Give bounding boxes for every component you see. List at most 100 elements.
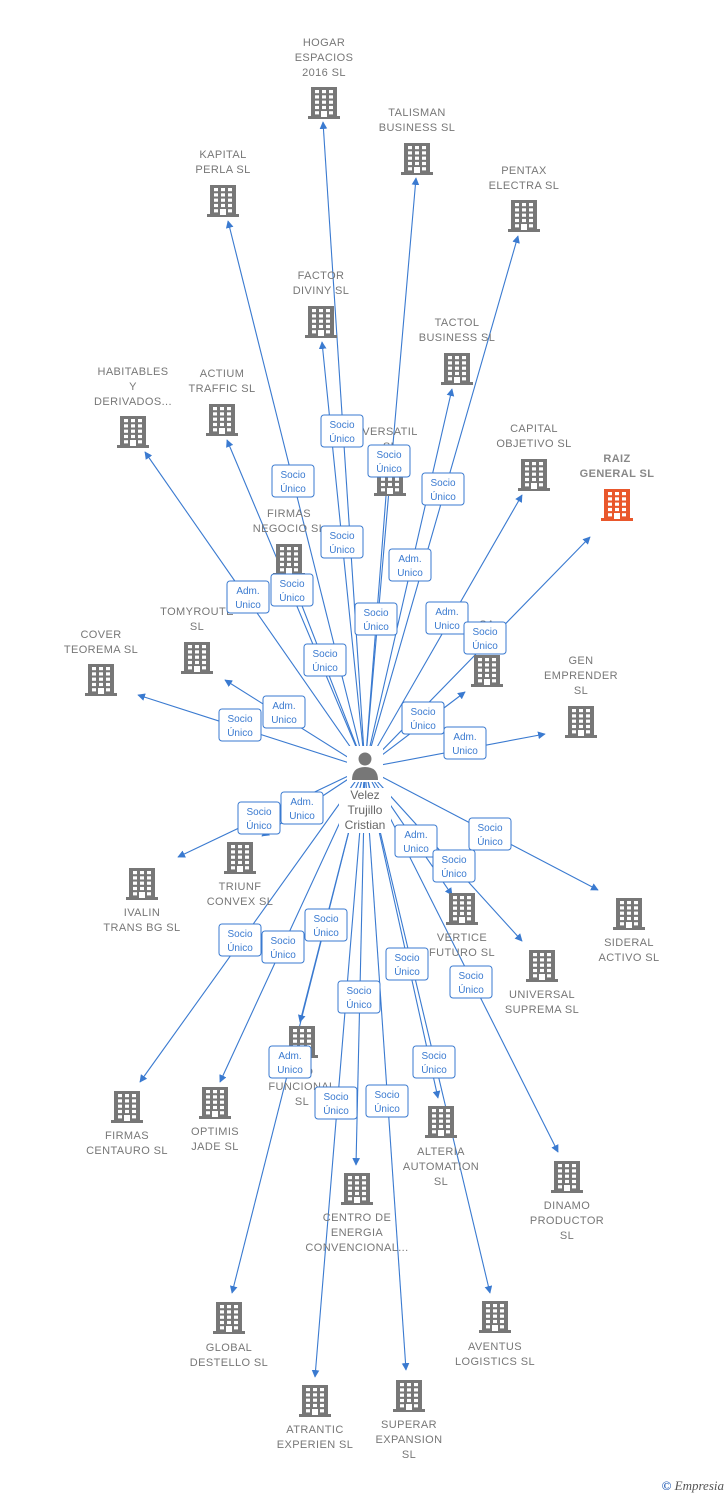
company-label: SL [190,621,204,633]
relation-label-text: Único [346,998,372,1011]
building-icon [207,185,239,217]
company-label: TOMYROUTE [160,606,234,618]
relation-label-text: Unico [289,811,315,822]
relation-label-text: Socio [312,649,337,660]
company-label: SL [295,1096,309,1108]
company-label: RAIZ [603,453,630,465]
company-node-habitables[interactable]: HABITABLESYDERIVADOS... [94,366,172,448]
company-label: KAPITAL [199,149,246,161]
company-label: TRIUNF [219,881,262,893]
building-icon [273,544,305,576]
relation-label-text: Adm. [278,1051,301,1062]
relation-label[interactable]: Adm.Unico [388,548,432,582]
company-label: EXPERIEN SL [277,1439,354,1451]
relation-label[interactable]: Adm.Unico [425,601,469,635]
company-label: ELECTRA SL [489,180,560,192]
company-label: SUPERAR [381,1419,437,1431]
relation-label-text: Único [329,543,355,556]
company-label: CONVEX SL [207,896,274,908]
relation-label[interactable]: Adm.Unico [394,824,438,858]
relation-label-text: Socio [227,714,252,725]
relation-label[interactable]: Adm.Unico [262,695,306,729]
company-label: TRAFFIC SL [189,383,256,395]
building-icon [471,655,503,687]
building-icon [111,1091,143,1123]
company-label: CENTAURO SL [86,1145,168,1157]
relation-label-text: Único [280,482,306,495]
building-icon [85,664,117,696]
building-icon [126,868,158,900]
building-icon [181,642,213,674]
company-label: FUTURO SL [429,947,495,959]
company-node-centro[interactable]: CENTRO DEENERGIACONVENCIONAL... [305,1173,408,1254]
company-node-raiz[interactable]: RAIZ GENERAL SL [580,453,655,521]
company-label: DESTELLO SL [190,1357,268,1369]
relation-label[interactable]: Adm.Unico [443,726,487,760]
company-label: AUTOMATION [403,1161,479,1173]
company-label: GENERAL SL [580,468,655,480]
company-label: ENERGIA [331,1227,384,1239]
company-node-tomyroute[interactable]: TOMYROUTE SL [160,606,234,674]
brand-logo-text[interactable]: Empresia [674,1478,724,1493]
relation-label[interactable]: Adm.Unico [226,580,270,614]
company-label: DINAMO [544,1200,590,1212]
building-icon [425,1106,457,1138]
relation-label[interactable]: Adm.Unico [280,791,324,825]
company-label: OBJETIVO SL [496,438,571,450]
relation-label-text: Socio [270,936,295,947]
relation-label-text: Único [421,1063,447,1076]
company-node-triunf[interactable]: TRIUNF CONVEX SL [207,842,274,908]
relation-label[interactable]: Adm.Unico [268,1045,312,1079]
relation-label-text: Socio [329,420,354,431]
building-icon [213,1302,245,1334]
company-label: SL [402,1449,416,1461]
